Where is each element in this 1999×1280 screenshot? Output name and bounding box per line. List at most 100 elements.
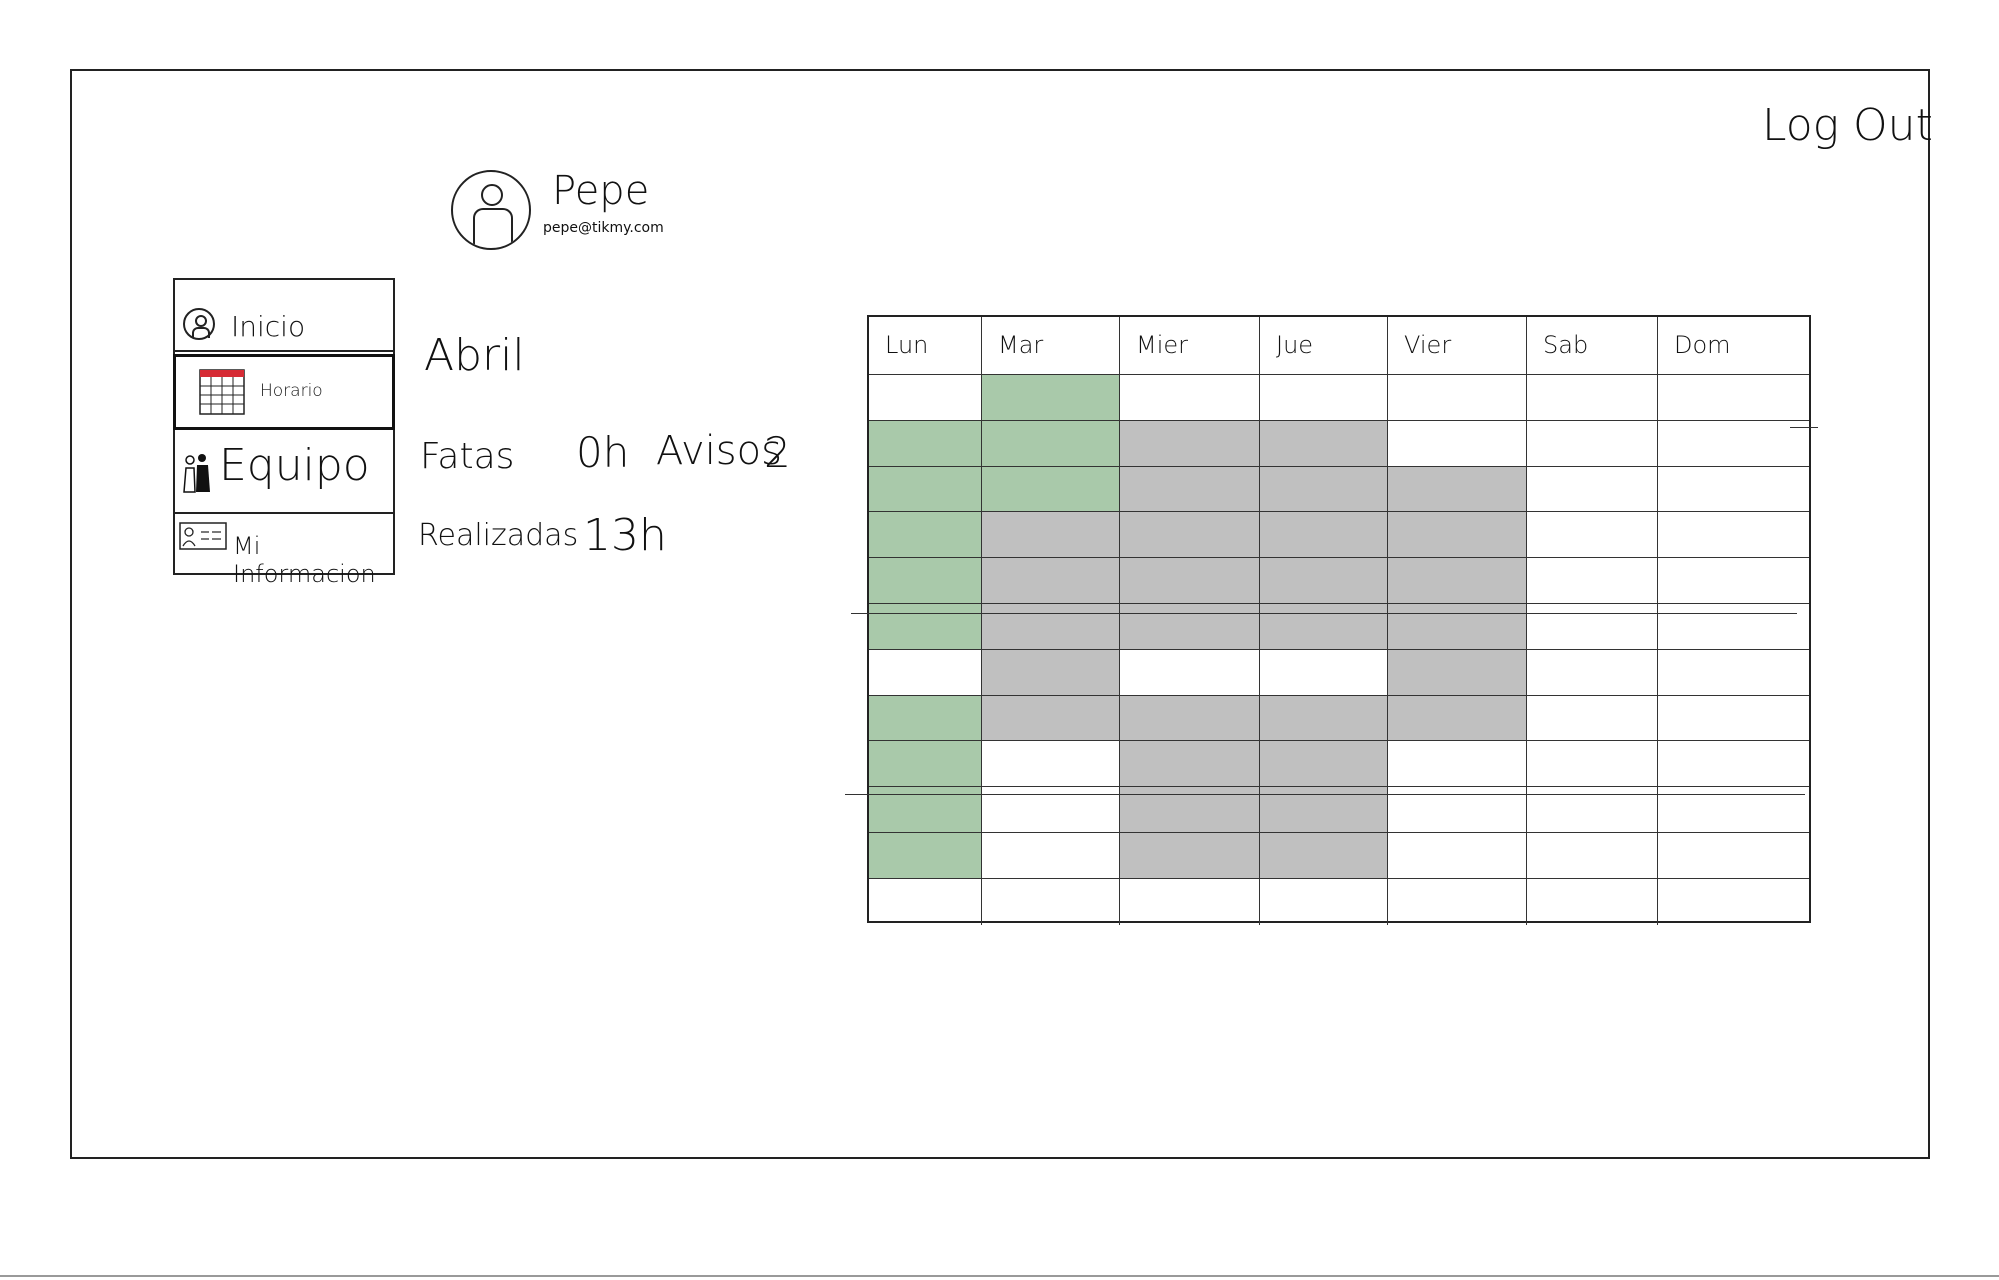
- schedule-cell[interactable]: [1388, 512, 1527, 559]
- schedule-cell[interactable]: [869, 695, 982, 742]
- schedule-cell[interactable]: [1658, 604, 1809, 650]
- sidebar-nav: Inicio Horario Equipo: [173, 278, 395, 588]
- schedule-cell[interactable]: [1527, 695, 1658, 742]
- schedule-cell[interactable]: [1388, 695, 1527, 742]
- day-header: Mar: [982, 317, 1120, 375]
- faltas-label: Fatas: [420, 436, 515, 477]
- sidebar-item-mi-informacion[interactable]: Mi Informacion: [175, 514, 393, 588]
- schedule-cell[interactable]: [1260, 878, 1388, 925]
- schedule-cell[interactable]: [982, 558, 1120, 604]
- schedule-cell[interactable]: [869, 832, 982, 879]
- schedule-cell[interactable]: [1527, 878, 1658, 925]
- schedule-cell[interactable]: [1527, 603, 1658, 650]
- schedule-cell[interactable]: [982, 512, 1120, 559]
- schedule-cell[interactable]: [982, 649, 1120, 696]
- schedule-cell[interactable]: [1388, 375, 1527, 421]
- schedule-cell[interactable]: [869, 466, 982, 513]
- schedule-cell[interactable]: [982, 878, 1120, 925]
- schedule-cell[interactable]: [1658, 696, 1809, 742]
- schedule-cell[interactable]: [1120, 695, 1260, 742]
- schedule-cell[interactable]: [1658, 787, 1809, 833]
- schedule-cell[interactable]: [1388, 787, 1527, 833]
- grid-line: [845, 794, 1805, 795]
- sidebar-item-label: Equipo: [219, 440, 370, 491]
- schedule-cell[interactable]: [869, 649, 982, 696]
- schedule-cell[interactable]: [1388, 420, 1527, 467]
- schedule-cell[interactable]: [1658, 375, 1809, 421]
- schedule-cell[interactable]: [1527, 832, 1658, 879]
- schedule-cell[interactable]: [1527, 512, 1658, 559]
- schedule-cell[interactable]: [1388, 878, 1527, 925]
- schedule-cell[interactable]: [869, 512, 982, 559]
- schedule-cell[interactable]: [982, 741, 1120, 788]
- schedule-cell[interactable]: [1527, 787, 1658, 833]
- schedule-cell[interactable]: [1260, 741, 1388, 788]
- user-name: Pepe: [552, 168, 650, 214]
- schedule-cell[interactable]: [1120, 420, 1260, 467]
- schedule-cell[interactable]: [869, 741, 982, 788]
- schedule-cell[interactable]: [869, 878, 982, 925]
- app-window: [70, 69, 1930, 1159]
- schedule-cell[interactable]: [1260, 558, 1388, 604]
- schedule-cell[interactable]: [1260, 695, 1388, 742]
- schedule-cell[interactable]: [982, 695, 1120, 742]
- schedule-cell[interactable]: [1120, 466, 1260, 513]
- schedule-cell[interactable]: [1120, 649, 1260, 696]
- schedule-cell[interactable]: [1120, 558, 1260, 604]
- schedule-cell[interactable]: [1388, 466, 1527, 513]
- schedule-cell[interactable]: [1658, 512, 1809, 559]
- schedule-cell[interactable]: [1120, 603, 1260, 650]
- id-card-icon: [179, 522, 227, 550]
- sidebar-item-horario[interactable]: Horario: [173, 354, 395, 430]
- schedule-cell[interactable]: [1658, 650, 1809, 696]
- calendar-table-icon: [199, 369, 245, 415]
- schedule-cell[interactable]: [1260, 466, 1388, 513]
- schedule-cell[interactable]: [982, 787, 1120, 833]
- schedule-cell[interactable]: [1260, 603, 1388, 650]
- schedule-cell[interactable]: [1658, 467, 1809, 513]
- schedule-cell[interactable]: [1120, 375, 1260, 421]
- schedule-cell[interactable]: [1260, 420, 1388, 467]
- schedule-cell[interactable]: [1388, 649, 1527, 696]
- sidebar-item-label: Horario: [260, 381, 323, 401]
- schedule-cell[interactable]: [1120, 741, 1260, 788]
- realizadas-label: Realizadas: [418, 518, 579, 553]
- schedule-cell[interactable]: [1527, 420, 1658, 467]
- schedule-cell[interactable]: [1388, 558, 1527, 604]
- schedule-cell[interactable]: [869, 420, 982, 467]
- schedule-cell[interactable]: [1527, 649, 1658, 696]
- schedule-cell[interactable]: [1260, 512, 1388, 559]
- schedule-cell[interactable]: [1260, 832, 1388, 879]
- logout-button[interactable]: Log Out: [1762, 100, 1933, 151]
- schedule-cell[interactable]: [1658, 741, 1809, 788]
- schedule-cell[interactable]: [1388, 832, 1527, 879]
- schedule-cell[interactable]: [1120, 878, 1260, 925]
- schedule-cell[interactable]: [1527, 375, 1658, 421]
- schedule-cell[interactable]: [1527, 558, 1658, 604]
- schedule-cell[interactable]: [1120, 512, 1260, 559]
- screen-bottom-divider: [0, 1275, 1999, 1277]
- schedule-cell[interactable]: [1658, 879, 1809, 925]
- schedule-cell[interactable]: [1120, 832, 1260, 879]
- schedule-cell[interactable]: [869, 603, 982, 650]
- schedule-cell[interactable]: [1260, 649, 1388, 696]
- schedule-cell[interactable]: [869, 558, 982, 604]
- schedule-cell[interactable]: [1388, 603, 1527, 650]
- schedule-cell[interactable]: [982, 420, 1120, 467]
- schedule-cell[interactable]: [1658, 421, 1809, 467]
- schedule-cell[interactable]: [1658, 833, 1809, 879]
- sidebar-item-inicio[interactable]: Inicio: [175, 302, 393, 352]
- schedule-cell[interactable]: [1388, 741, 1527, 788]
- schedule-cell[interactable]: [869, 375, 982, 421]
- schedule-cell[interactable]: [1527, 466, 1658, 513]
- schedule-cell[interactable]: [1260, 375, 1388, 421]
- sidebar-item-equipo[interactable]: Equipo: [175, 430, 393, 514]
- schedule-cell[interactable]: [1658, 558, 1809, 604]
- schedule-cell[interactable]: [982, 832, 1120, 879]
- schedule-cell[interactable]: [982, 466, 1120, 513]
- schedule-cell[interactable]: [1527, 741, 1658, 788]
- schedule-cell[interactable]: [982, 375, 1120, 421]
- avatar: [451, 170, 531, 250]
- schedule-cell[interactable]: [982, 603, 1120, 650]
